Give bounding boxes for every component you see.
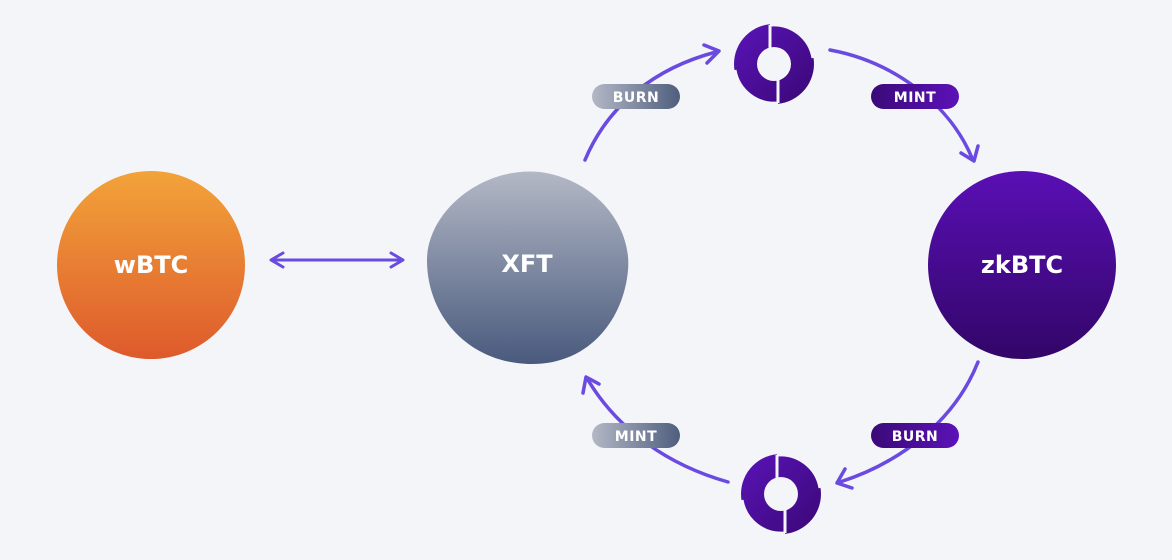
pill-mint-top: MINT <box>871 84 959 109</box>
pill-mint-bottom: MINT <box>592 423 680 448</box>
node-zkbtc-label: zkBTC <box>981 251 1063 279</box>
pill-burn-top: BURN <box>592 84 680 109</box>
svg-text:MINT: MINT <box>894 90 936 106</box>
arrowhead-bottom-left <box>581 375 601 395</box>
svg-text:BURN: BURN <box>892 429 939 445</box>
bridge-ring-icon <box>733 23 815 105</box>
node-wbtc-label: wBTC <box>114 251 188 279</box>
svg-text:MINT: MINT <box>615 429 657 445</box>
arc-arrows <box>581 43 980 490</box>
arrowhead-top-right <box>959 144 980 163</box>
node-xft-label: XFT <box>501 250 553 278</box>
node-xft: XFT <box>426 171 629 365</box>
pill-burn-bottom: BURN <box>871 423 959 448</box>
svg-text:BURN: BURN <box>613 90 660 106</box>
arrow-zkbtc-to-bottom-bridge <box>838 360 980 484</box>
arrowhead-bottom-right <box>835 467 854 490</box>
node-zkbtc: zkBTC <box>928 171 1116 359</box>
arrowhead-top-left <box>702 43 721 65</box>
node-wbtc: wBTC <box>57 171 245 359</box>
bridge-ring-icon <box>740 453 822 535</box>
double-arrow <box>269 251 405 269</box>
